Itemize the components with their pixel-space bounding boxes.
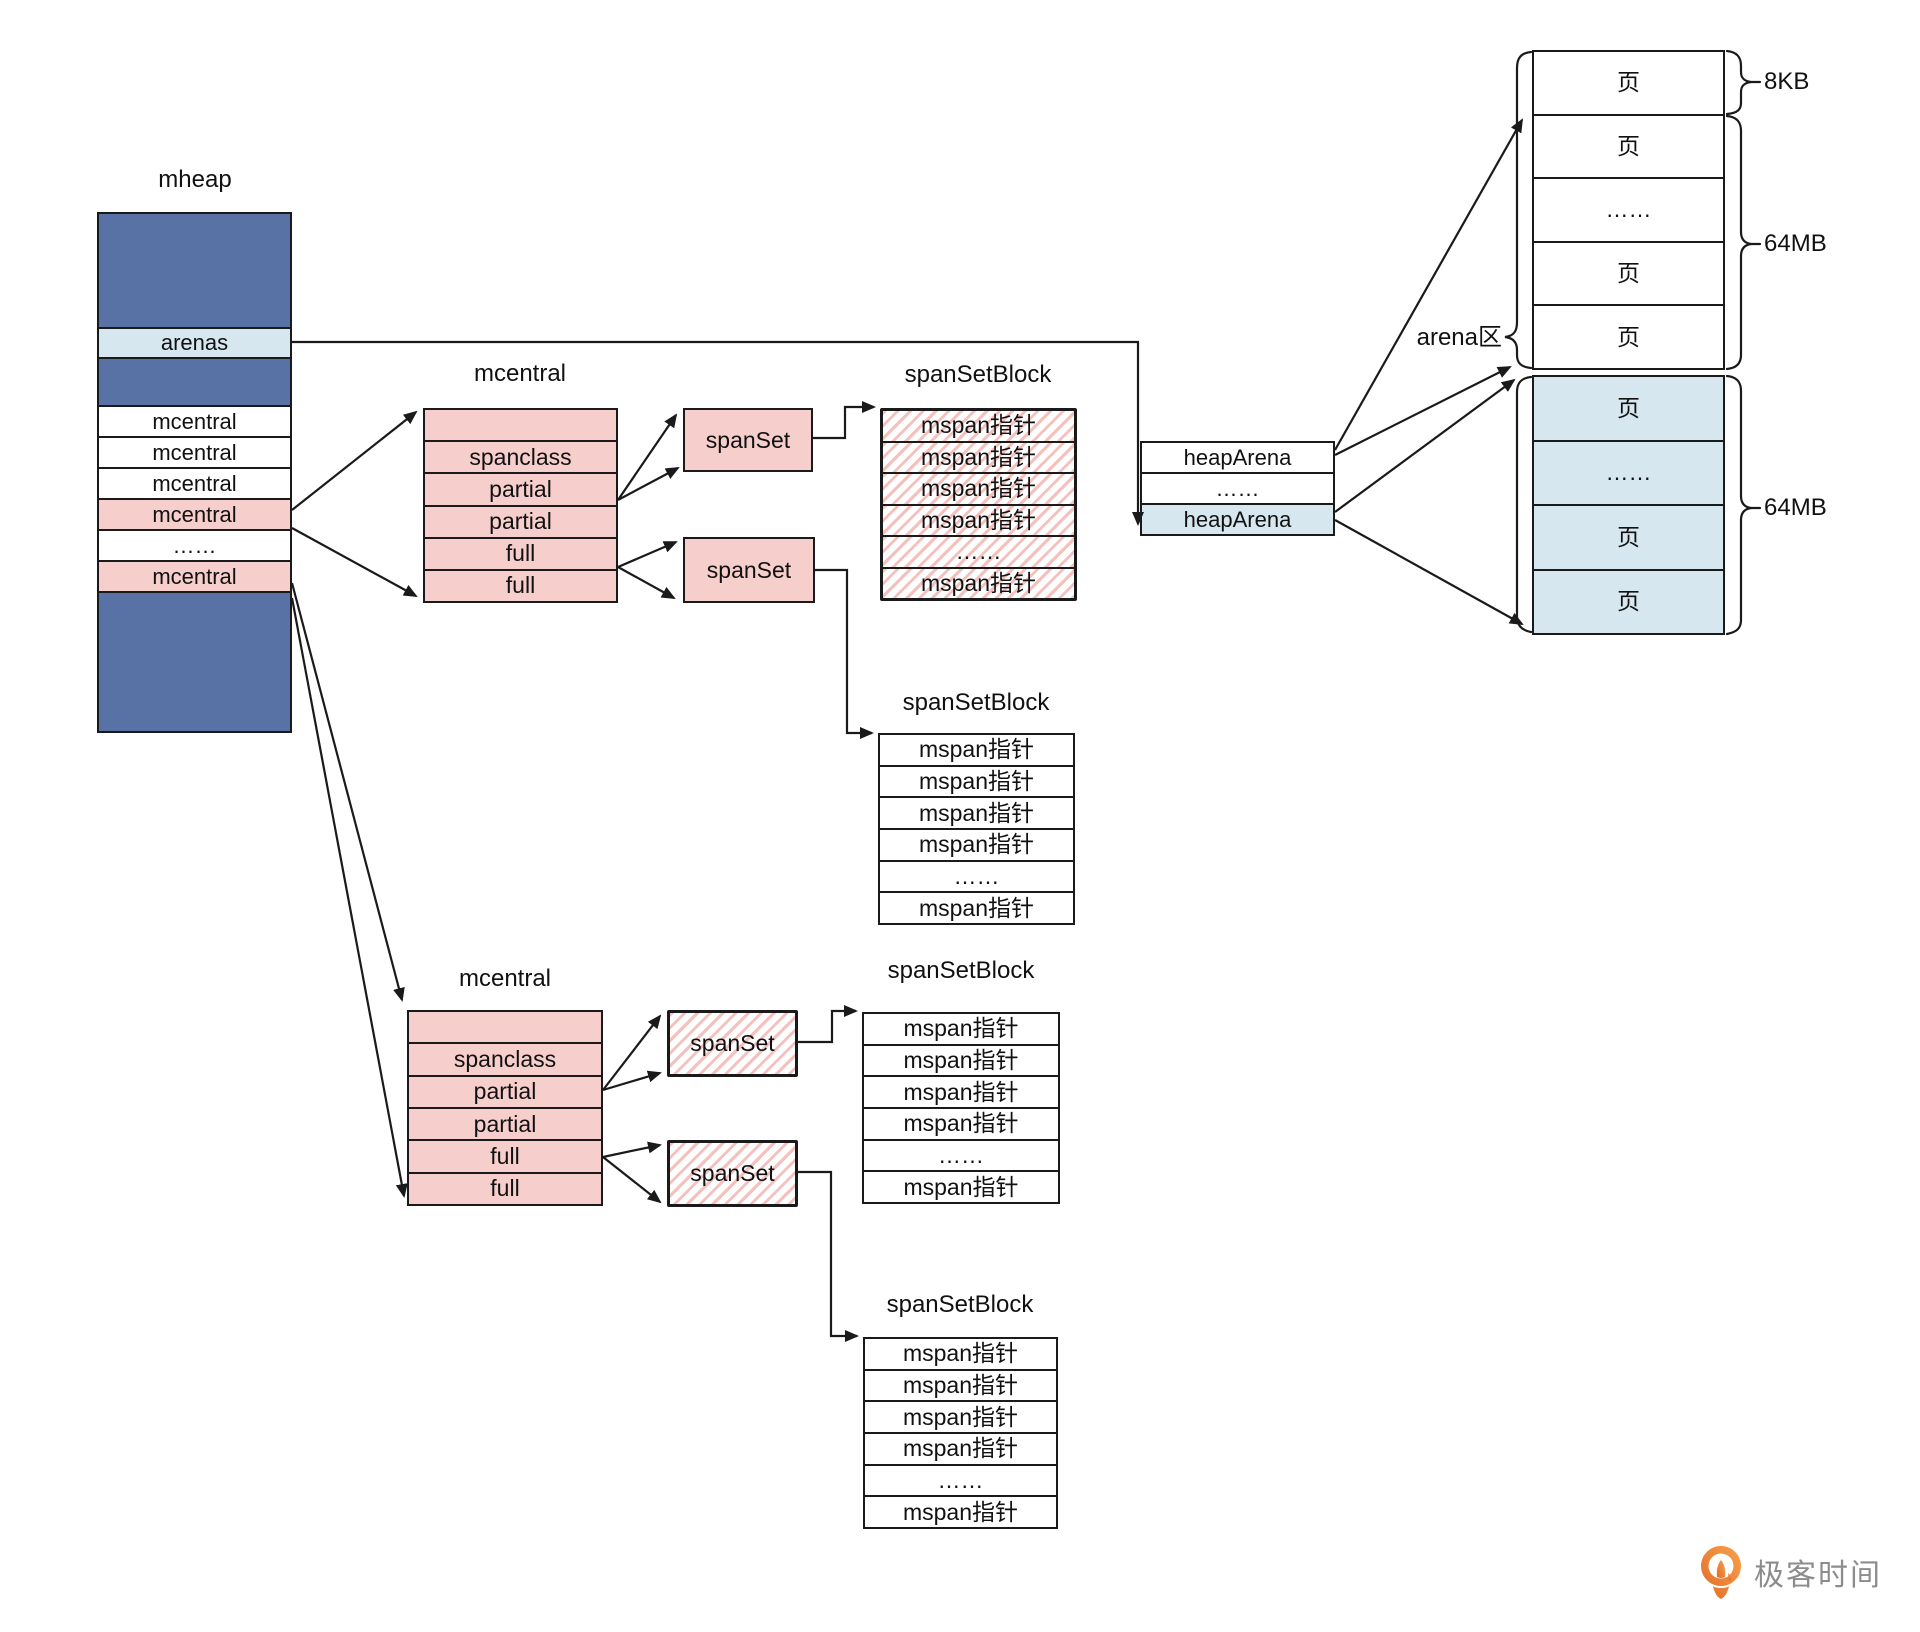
mcentral-top-struct: spanclass partial partial full full [423, 408, 618, 603]
block3-row-1: mspan指针 [864, 1043, 1058, 1076]
block2-row-3: mspan指针 [880, 828, 1073, 860]
mcentral-bottom-row-spanclass: spanclass [409, 1042, 601, 1075]
block1-row-5: mspan指针 [883, 566, 1074, 598]
block4-row-2: mspan指针 [865, 1400, 1056, 1433]
mheap-blue-mid [99, 357, 290, 405]
arena-white-page-4: 页 [1534, 304, 1723, 368]
spansetblock-1: mspan指针 mspan指针 mspan指针 mspan指针 …… mspan… [880, 408, 1077, 601]
block4-row-1: mspan指针 [865, 1368, 1056, 1401]
spanset-3: spanSet [667, 1010, 798, 1077]
mheap-title: mheap [158, 166, 232, 193]
arena-white-page-1: 页 [1534, 113, 1723, 178]
block1-row-3: mspan指针 [883, 503, 1074, 535]
spanset-1: spanSet [683, 408, 813, 472]
spansetblock-2-title: spanSetBlock [902, 689, 1050, 716]
arena-white-page-3: 页 [1534, 240, 1723, 305]
block1-row-4: …… [883, 535, 1074, 567]
mcentral-top-row-full-2: full [425, 568, 616, 602]
mcentral-top-row-partial-2: partial [425, 504, 616, 537]
block3-row-3: mspan指针 [864, 1107, 1058, 1139]
mcentral-bottom-struct: spanclass partial partial full full [407, 1010, 603, 1206]
mcentral-top-row-full-1: full [425, 536, 616, 569]
heaparena-struct: heapArena …… heapArena [1140, 441, 1335, 536]
block3-row-4: …… [864, 1138, 1058, 1171]
mcentral-top-title: mcentral [473, 360, 567, 387]
mheap-row-mcentral-2: mcentral [99, 467, 290, 498]
block2-row-4: …… [880, 859, 1073, 892]
heaparena-row-2: heapArena [1142, 503, 1333, 534]
mcentral-bottom-title: mcentral [458, 965, 552, 992]
block4-row-5: mspan指针 [865, 1495, 1056, 1528]
block4-row-3: mspan指针 [865, 1432, 1056, 1464]
arena-white-page-0: 页 [1534, 52, 1723, 114]
spansetblock-1-title: spanSetBlock [904, 361, 1052, 388]
spansetblock-4: mspan指针 mspan指针 mspan指针 mspan指针 …… mspan… [863, 1337, 1058, 1529]
brand-logo-text: 极客时间 [1754, 1559, 1882, 1592]
mcentral-bottom-row-full-1: full [409, 1139, 601, 1172]
mcentral-bottom-row-0 [409, 1012, 601, 1043]
block3-row-2: mspan指针 [864, 1075, 1058, 1108]
block1-row-0: mspan指针 [883, 411, 1074, 441]
block2-row-5: mspan指针 [880, 891, 1073, 924]
spanset-2: spanSet [683, 537, 815, 603]
mheap-blue-top [99, 214, 290, 327]
arena-white-ellipsis: …… [1534, 177, 1723, 241]
arena-blue-block: 页 …… 页 页 [1532, 375, 1725, 635]
heaparena-row-0: heapArena [1142, 443, 1333, 472]
mheap-row-ellipsis: …… [99, 529, 290, 560]
brand-logo-icon [1698, 1544, 1744, 1600]
spansetblock-3-title: spanSetBlock [887, 957, 1035, 984]
arena-region-label: arena区 [1416, 324, 1502, 351]
mcentral-bottom-row-full-2: full [409, 1171, 601, 1204]
block4-row-4: …… [865, 1463, 1056, 1496]
spanset-4: spanSet [667, 1140, 798, 1207]
mheap-row-mcentral-0: mcentral [99, 405, 290, 436]
block3-row-0: mspan指针 [864, 1014, 1058, 1044]
brand-logo: 极客时间 [1698, 1544, 1882, 1600]
mcentral-top-row-spanclass: spanclass [425, 440, 616, 473]
mcentral-top-row-partial-1: partial [425, 472, 616, 505]
block2-row-0: mspan指针 [880, 735, 1073, 765]
block2-row-2: mspan指针 [880, 796, 1073, 829]
arena-blue-page-3: 页 [1534, 568, 1723, 633]
heaparena-row-ellipsis: …… [1142, 472, 1333, 503]
mcentral-top-row-0 [425, 410, 616, 441]
spansetblock-4-title: spanSetBlock [886, 1291, 1034, 1318]
mheap-arenas-row: arenas [99, 327, 290, 357]
block1-row-2: mspan指针 [883, 472, 1074, 504]
mheap-row-mcentral-3: mcentral [99, 498, 290, 529]
mcentral-bottom-row-partial-1: partial [409, 1074, 601, 1107]
spansetblock-3: mspan指针 mspan指针 mspan指针 mspan指针 …… mspan… [862, 1012, 1060, 1204]
mheap-row-mcentral-1: mcentral [99, 436, 290, 467]
mheap-row-mcentral-5: mcentral [99, 560, 290, 591]
spansetblock-2: mspan指针 mspan指针 mspan指针 mspan指针 …… mspan… [878, 733, 1075, 925]
mheap-struct: arenas mcentral mcentral mcentral mcentr… [97, 212, 292, 733]
size-label-64mb-1: 64MB [1764, 230, 1827, 257]
block2-row-1: mspan指针 [880, 764, 1073, 797]
arena-white-block: 页 页 …… 页 页 [1532, 50, 1725, 370]
arena-blue-page-2: 页 [1534, 504, 1723, 569]
arena-blue-page-0: 页 [1534, 377, 1723, 440]
mheap-blue-bottom [99, 591, 290, 731]
block3-row-5: mspan指针 [864, 1170, 1058, 1203]
mcentral-bottom-row-partial-2: partial [409, 1106, 601, 1140]
block4-row-0: mspan指针 [865, 1339, 1056, 1369]
block1-row-1: mspan指针 [883, 440, 1074, 472]
size-label-64mb-2: 64MB [1764, 494, 1827, 521]
arena-blue-ellipsis: …… [1534, 439, 1723, 504]
size-label-8kb: 8KB [1764, 68, 1810, 95]
